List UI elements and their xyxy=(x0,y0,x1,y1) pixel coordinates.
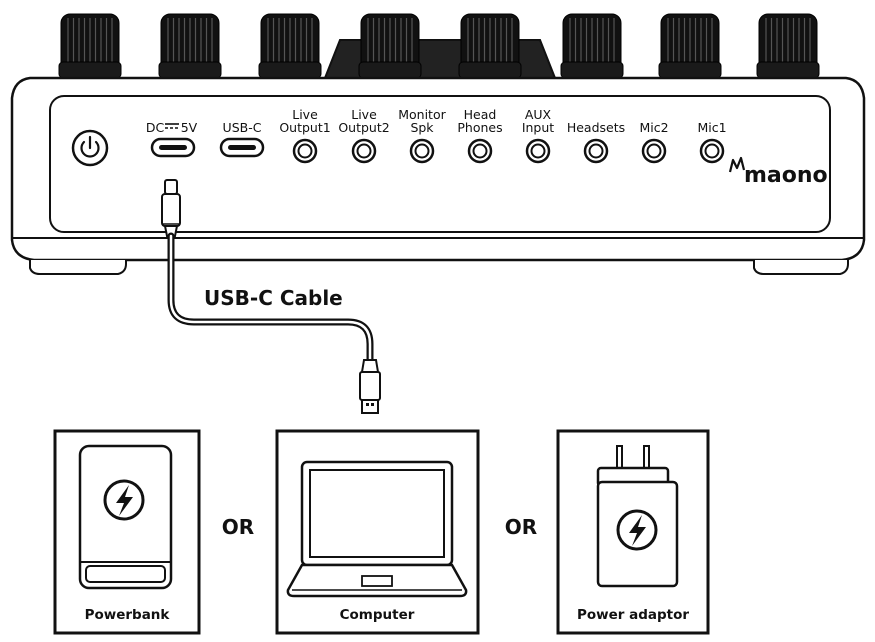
power-button[interactable] xyxy=(71,129,109,167)
power-adapter-icon xyxy=(596,445,679,588)
power-adaptor-label: Power adaptor xyxy=(577,607,689,623)
knob[interactable] xyxy=(358,13,422,79)
port-label-line1: Monitor xyxy=(398,107,446,122)
power-adaptor-option: Power adaptor xyxy=(556,429,710,635)
audio-jack-icon xyxy=(641,138,667,164)
power-icon xyxy=(80,135,100,158)
port-label-line1: Mic2 xyxy=(639,120,668,135)
port-2[interactable]: USB-C xyxy=(219,120,265,158)
port-label-line1: Live xyxy=(292,107,318,122)
port-label-line1: Headsets xyxy=(567,120,625,135)
device-body xyxy=(10,76,866,275)
knob[interactable] xyxy=(258,13,322,79)
port-label-line1: USB-C xyxy=(223,120,262,135)
audio-jack-icon xyxy=(409,138,435,164)
powerbank-option: Powerbank xyxy=(53,429,201,635)
audio-jack-icon xyxy=(525,138,551,164)
powerbank-icon xyxy=(78,444,173,590)
computer-option: Computer xyxy=(275,429,480,635)
audio-jack-icon xyxy=(292,138,318,164)
knob[interactable] xyxy=(58,13,122,79)
knob[interactable] xyxy=(658,13,722,79)
port-9[interactable]: Mic2 xyxy=(639,120,669,164)
port-label-line2: Spk xyxy=(410,120,434,135)
port-1[interactable]: DC 5V xyxy=(146,120,198,158)
port-label-line2: Input xyxy=(522,120,554,135)
port-label-line1: Live xyxy=(351,107,377,122)
maono-logo: maono xyxy=(728,156,828,188)
cable-label: USB-C Cable xyxy=(204,286,343,310)
audio-jack-icon xyxy=(467,138,493,164)
computer-label: Computer xyxy=(340,607,415,623)
knobs xyxy=(58,13,820,79)
knob[interactable] xyxy=(158,13,222,79)
audio-jack-icon xyxy=(699,138,725,164)
port-label-line1: AUX xyxy=(525,107,552,122)
audio-jack-icon xyxy=(351,138,377,164)
laptop-icon xyxy=(286,460,468,598)
port-label-line1: Mic1 xyxy=(697,120,726,135)
brand-name: maono xyxy=(744,163,828,188)
port-label-line2: Phones xyxy=(457,120,502,135)
port-voltage: 5V xyxy=(181,120,198,135)
knob[interactable] xyxy=(756,13,820,79)
usb-c-port-icon xyxy=(219,137,265,158)
usb-c-port-icon xyxy=(150,137,196,158)
port-8[interactable]: Headsets xyxy=(567,120,625,164)
knob[interactable] xyxy=(560,13,624,79)
port-label-line1: Head xyxy=(464,107,497,122)
powerbank-label: Powerbank xyxy=(85,607,171,623)
port-10[interactable]: Mic1 xyxy=(697,120,727,164)
audio-jack-icon xyxy=(583,138,609,164)
or-separator: OR xyxy=(505,515,537,539)
knob[interactable] xyxy=(458,13,522,79)
dc-symbol-icon xyxy=(165,123,179,129)
port-label-line2: Output2 xyxy=(338,120,389,135)
port-label-line1: DC xyxy=(146,120,165,135)
port-label-line2: Output1 xyxy=(279,120,330,135)
usb-c-cable: USB-C Cable xyxy=(161,179,381,414)
or-separator: OR xyxy=(222,515,254,539)
